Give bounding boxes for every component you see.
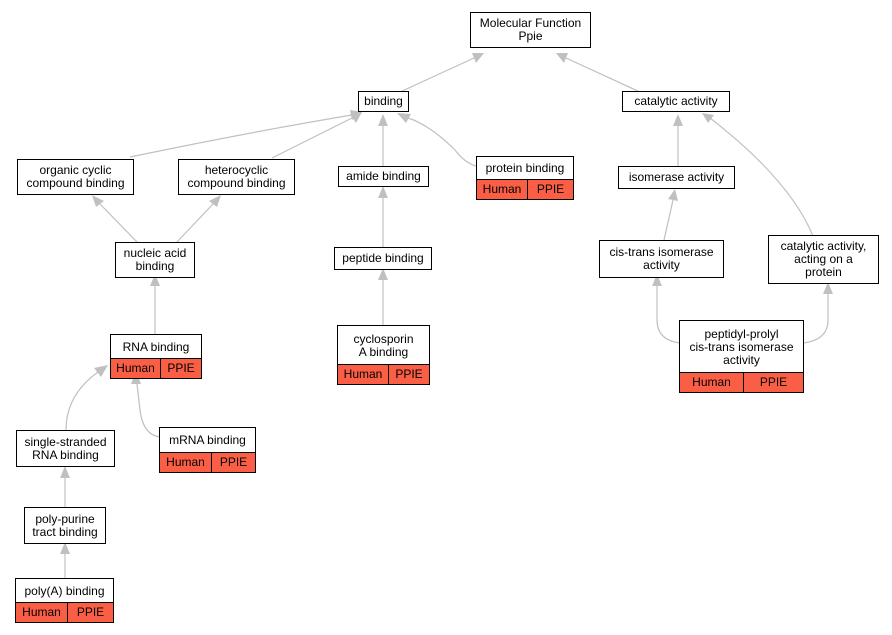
edge-nucleic-to-organic xyxy=(99,203,139,244)
node-catalytic-activity[interactable]: catalytic activity xyxy=(622,91,730,112)
edge-catprot-to-catalytic xyxy=(709,117,814,237)
node-molecular-function[interactable]: Molecular Function Ppie xyxy=(470,12,591,48)
node-amide-binding[interactable]: amide binding xyxy=(338,166,429,187)
node-cis-trans-isomerase-activity[interactable]: cis-trans isomerase activity xyxy=(599,240,724,278)
node-heterocyclic-compound-binding[interactable]: heterocyclic compound binding xyxy=(178,159,295,195)
node-catalytic-activity-acting-on-a-protein[interactable]: catalytic activity, acting on a protein xyxy=(768,235,879,284)
node-protein-binding[interactable]: protein binding Human PPIE xyxy=(476,156,574,200)
node-single-stranded-rna-binding[interactable]: single-stranded RNA binding xyxy=(16,430,115,467)
annotation-row: Human PPIE xyxy=(111,358,201,378)
edge-ssrna-to-rna xyxy=(65,371,99,431)
node-label: isomerase activity xyxy=(628,170,725,184)
node-label: organic cyclic compound binding xyxy=(26,163,125,190)
arrowhead xyxy=(702,113,714,123)
node-binding[interactable]: binding xyxy=(358,91,409,112)
edge-nucleic-to-heterocyclic xyxy=(175,203,214,244)
node-label: cyclosporin A binding xyxy=(353,331,414,359)
annotation-row: Human PPIE xyxy=(338,364,429,384)
arrowhead xyxy=(60,466,70,478)
node-label: catalytic activity, acting on a protein xyxy=(780,239,867,279)
node-poly-a-binding[interactable]: poly(A) binding Human PPIE xyxy=(15,578,114,623)
node-label: poly-purine tract binding xyxy=(32,511,98,539)
gene-cell: PPIE xyxy=(395,367,423,381)
arrowhead xyxy=(209,195,221,207)
arrowhead xyxy=(472,53,484,63)
arrowhead xyxy=(556,53,568,63)
node-label: protein binding xyxy=(485,161,565,175)
arrowhead xyxy=(397,113,411,123)
gene-cell: PPIE xyxy=(536,182,565,196)
arrowhead xyxy=(150,274,160,286)
species-cell: Human xyxy=(477,180,528,199)
edge-organic-to-binding xyxy=(129,114,353,158)
node-nucleic-acid-binding[interactable]: nucleic acid binding xyxy=(115,242,195,278)
species-cell: Human xyxy=(680,373,744,392)
arrowhead xyxy=(652,274,662,286)
node-label: single-stranded RNA binding xyxy=(24,434,107,462)
species-cell: Human xyxy=(338,365,389,384)
species-cell: Human xyxy=(16,603,68,622)
node-label: binding xyxy=(364,94,403,108)
arrowhead xyxy=(673,114,683,126)
annotation-row: Human PPIE xyxy=(477,179,573,199)
node-label: peptide binding xyxy=(342,251,424,265)
node-label: Molecular Function Ppie xyxy=(479,16,582,43)
gene-cell: PPIE xyxy=(219,455,248,469)
node-label: RNA binding xyxy=(122,339,190,354)
edge-peptidyl-to-catprot xyxy=(802,294,829,344)
arrowhead xyxy=(60,542,70,554)
arrowhead xyxy=(378,268,388,280)
arrowhead xyxy=(378,186,388,198)
node-mrna-binding[interactable]: mRNA binding Human PPIE xyxy=(159,427,256,473)
edge-binding-to-root xyxy=(399,57,475,93)
arrowhead xyxy=(823,282,833,294)
node-peptidyl-prolyl-cis-trans-isomerase-activity[interactable]: peptidyl-prolyl cis-trans isomerase acti… xyxy=(679,320,804,393)
node-label: nucleic acid binding xyxy=(123,246,187,273)
gene-cell: PPIE xyxy=(167,361,195,375)
edge-heterocyclic-to-binding xyxy=(271,117,353,159)
arrowhead xyxy=(94,365,108,377)
species-cell: Human xyxy=(160,453,212,472)
node-peptide-binding[interactable]: peptide binding xyxy=(334,247,432,270)
node-label: mRNA binding xyxy=(169,433,246,447)
edge-mrna-to-rna xyxy=(136,383,161,438)
node-label: amide binding xyxy=(346,169,421,183)
node-cyclosporin-a-binding[interactable]: cyclosporin A binding Human PPIE xyxy=(337,325,430,385)
edge-catalytic-to-root xyxy=(565,57,641,93)
arrowhead xyxy=(668,189,678,201)
node-rna-binding[interactable]: RNA binding Human PPIE xyxy=(110,334,202,379)
gene-cell: PPIE xyxy=(759,375,788,389)
node-label: poly(A) binding xyxy=(24,583,105,598)
edge-protein-to-binding xyxy=(407,117,477,167)
edge-cistrans-to-isomerase xyxy=(663,199,674,241)
node-label: catalytic activity xyxy=(634,94,718,108)
node-organic-cyclic-compound-binding[interactable]: organic cyclic compound binding xyxy=(17,159,134,195)
gene-cell: PPIE xyxy=(76,605,105,619)
node-label: cis-trans isomerase activity xyxy=(609,245,714,272)
annotation-row: Human PPIE xyxy=(680,372,803,392)
species-cell: Human xyxy=(111,359,161,378)
node-poly-purine-tract-binding[interactable]: poly-purine tract binding xyxy=(24,507,106,544)
edge-peptidyl-to-cistrans xyxy=(656,286,681,344)
arrowhead xyxy=(350,112,362,123)
annotation-row: Human PPIE xyxy=(160,452,255,472)
node-isomerase-activity[interactable]: isomerase activity xyxy=(618,166,735,189)
annotation-row: Human PPIE xyxy=(16,602,113,622)
arrowhead xyxy=(378,114,388,126)
arrowhead xyxy=(92,195,104,207)
node-label: peptidyl-prolyl cis-trans isomerase acti… xyxy=(689,326,794,367)
node-label: heterocyclic compound binding xyxy=(187,163,286,190)
